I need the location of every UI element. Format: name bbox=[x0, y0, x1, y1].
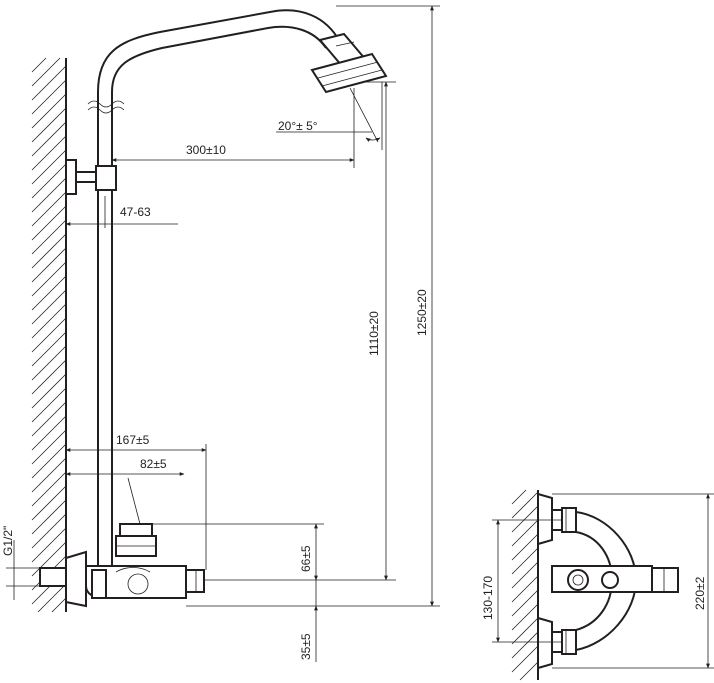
wall-bracket bbox=[65, 159, 117, 195]
label-depth-82: 82±5 bbox=[140, 457, 167, 471]
wall-right-hatching bbox=[511, 489, 539, 681]
dimension-depth-82: 82±5 bbox=[65, 457, 185, 525]
label-wall-distance: 47-63 bbox=[120, 205, 151, 219]
label-total-height: 1250±20 bbox=[415, 289, 429, 336]
label-center-distance: 130-170 bbox=[481, 576, 495, 620]
shower-riser-pipe bbox=[87, 9, 341, 566]
dimension-height-35: 35±5 bbox=[299, 580, 318, 662]
label-thread: G1/2" bbox=[1, 526, 15, 556]
thermostatic-mixer-front-view bbox=[537, 492, 679, 670]
dimension-wall-distance: 47-63 bbox=[65, 196, 178, 228]
label-height-66: 66±5 bbox=[299, 545, 313, 572]
label-body-width: 220±2 bbox=[693, 576, 707, 610]
dimension-center-distance: 130-170 bbox=[481, 519, 562, 643]
dimension-total-height: 1250±20 bbox=[186, 5, 440, 607]
dimension-thread: G1/2" bbox=[1, 526, 40, 600]
label-height-35: 35±5 bbox=[299, 633, 313, 660]
label-depth-167: 167±5 bbox=[116, 433, 150, 447]
dimension-spray-angle: 20°± 5° bbox=[276, 82, 383, 150]
dimension-body-width: 220±2 bbox=[552, 493, 714, 669]
wall-right bbox=[511, 489, 539, 681]
label-spray-angle: 20°± 5° bbox=[278, 119, 318, 133]
label-outlet-height: 1110±20 bbox=[367, 311, 381, 356]
dimension-outlet-height: 1110±20 bbox=[204, 81, 396, 581]
mixer-assembly bbox=[39, 523, 205, 608]
wall-left-hatching bbox=[31, 57, 67, 613]
wall-left bbox=[31, 57, 67, 613]
pipe-break-symbol bbox=[87, 100, 125, 108]
overhead-shower-head bbox=[310, 32, 388, 94]
dimension-depth-167: 167±5 bbox=[65, 433, 207, 570]
label-arm-length: 300±10 bbox=[186, 143, 226, 157]
dimension-height-66: 66±5 bbox=[152, 523, 324, 581]
dimension-arm-length: 300±10 bbox=[111, 88, 355, 168]
